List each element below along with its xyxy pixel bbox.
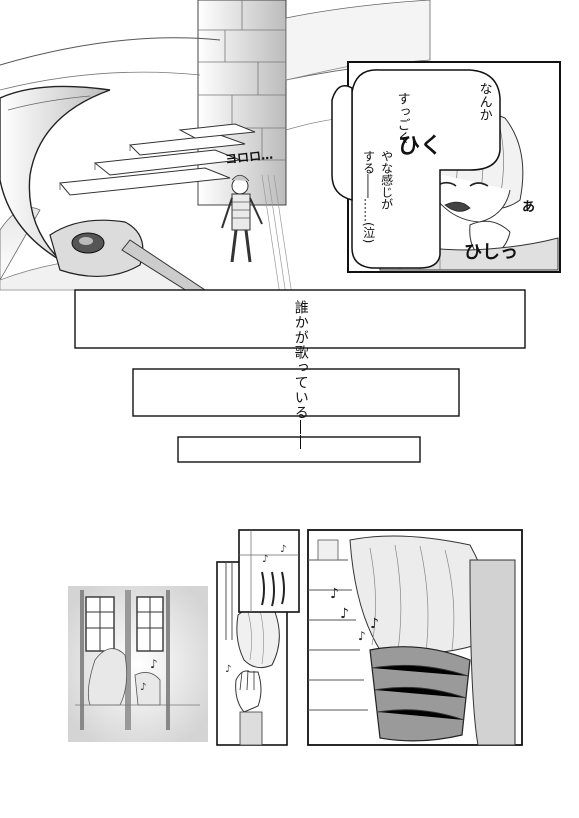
top-panel-staircase (0, 0, 431, 297)
svg-text:♪: ♪ (150, 657, 158, 671)
small-inset-sound-panel: ♪ ♪ (238, 529, 300, 613)
svg-text:♪: ♪ (262, 554, 268, 565)
dialogue-line-4: する――……(泣) (361, 150, 376, 244)
bottom-right-stairs-panel: ♪ ♪ ♪ ♪ (307, 529, 523, 746)
dialogue-line-1: なんか (476, 82, 492, 121)
staggering-character (221, 174, 263, 263)
speech-balloon (331, 69, 501, 269)
dialogue-line-3: やな感じが (379, 150, 394, 210)
sfx-sob: ひしっ (464, 242, 518, 263)
svg-text:♪: ♪ (140, 682, 146, 693)
sfx-small-gasp: あ (522, 200, 536, 215)
narration-text: 誰かが歌っている―― (292, 300, 309, 450)
dialogue-line-2: すっごく (394, 92, 410, 144)
svg-text:♪: ♪ (358, 629, 366, 643)
svg-text:♪: ♪ (330, 586, 339, 602)
sfx-hiccup: ひく (398, 134, 443, 159)
bottom-left-window-scene: ♪ ♪ (68, 586, 208, 742)
narration-boxes (74, 289, 526, 463)
svg-text:♪: ♪ (370, 616, 379, 632)
svg-text:♪: ♪ (340, 606, 349, 622)
svg-text:♪: ♪ (225, 664, 231, 675)
svg-text:♪: ♪ (280, 544, 286, 555)
